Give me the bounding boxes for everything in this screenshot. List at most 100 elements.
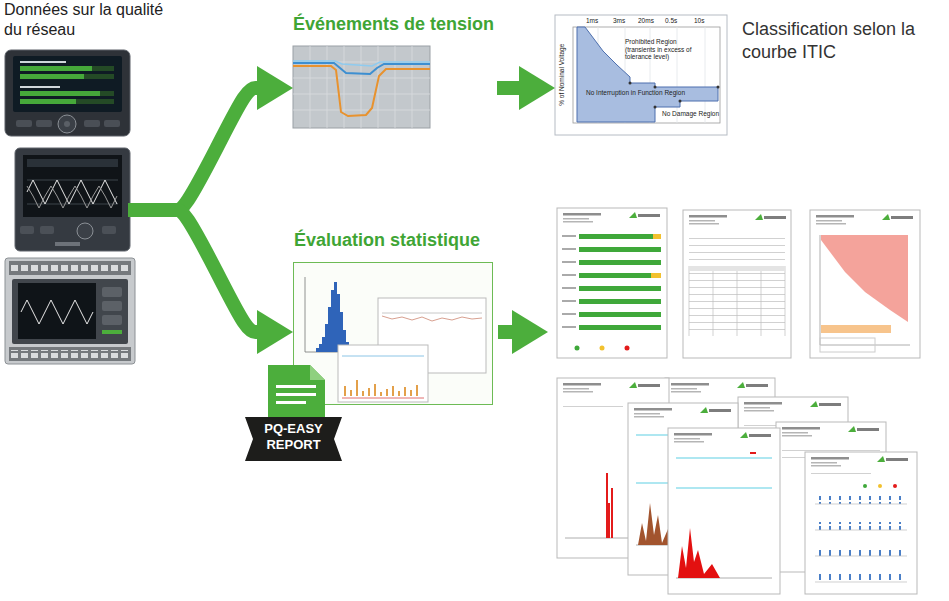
region-label: Prohibited Region	[625, 38, 677, 45]
statistics-charts	[319, 344, 322, 352]
statistics-charts	[316, 348, 319, 352]
measuring-devices	[102, 287, 122, 297]
measuring-devices	[20, 74, 84, 79]
report-pages	[811, 472, 871, 480]
measuring-devices	[11, 350, 129, 358]
report-pages	[676, 458, 772, 488]
report-arrow	[512, 310, 548, 354]
report-pages	[689, 266, 785, 271]
statistics-charts	[305, 277, 365, 352]
region-label: No Damage Region	[662, 110, 719, 117]
itic-chart	[573, 27, 720, 123]
report-pages	[815, 582, 907, 583]
statistics-charts	[338, 345, 428, 402]
report-pages	[563, 400, 623, 410]
report-pages	[562, 274, 576, 276]
statistics-charts	[382, 316, 482, 321]
report-pages	[562, 326, 576, 328]
itic-chart	[654, 106, 657, 109]
statistics-charts	[345, 380, 417, 396]
report-pages	[562, 313, 576, 315]
statistics-charts	[328, 307, 331, 352]
measuring-devices	[27, 159, 118, 167]
report-pages	[810, 210, 920, 358]
measuring-devices	[84, 120, 100, 127]
report-pages	[562, 235, 576, 237]
report-badge: PQ-EASY REPORT	[245, 413, 342, 461]
measuring-devices	[77, 223, 93, 239]
report-pages	[815, 556, 907, 557]
report-arrow	[498, 325, 513, 339]
report-pages	[878, 484, 882, 488]
report-pages	[683, 210, 791, 358]
flow-arrow	[176, 88, 257, 210]
report-icon	[276, 401, 306, 404]
measuring-devices	[55, 242, 80, 246]
measuring-devices	[20, 66, 114, 71]
classification-note: Classification selon la courbe ITIC	[742, 18, 937, 65]
data-heading: Données sur la qualité du réseau	[4, 0, 174, 40]
report-pages	[651, 273, 661, 278]
measuring-devices	[36, 120, 52, 127]
measuring-devices	[15, 148, 130, 251]
report-pages	[750, 452, 756, 454]
measuring-devices	[20, 86, 60, 88]
itic-panel: Classification selon la courbe ITIC	[555, 12, 940, 140]
measuring-devices	[16, 120, 32, 127]
report-pages	[671, 382, 768, 393]
measuring-devices	[20, 226, 34, 234]
voltage-event-chart	[293, 46, 430, 128]
time-label: 10s	[694, 17, 704, 24]
report-pages	[562, 248, 576, 250]
measuring-devices	[11, 264, 129, 272]
statistics-charts	[382, 313, 482, 314]
report-pages	[820, 338, 875, 352]
measuring-devices	[102, 226, 116, 234]
itic-chart	[555, 15, 727, 135]
statistics-charts	[342, 398, 424, 399]
measuring-devices	[20, 91, 114, 96]
measuring-devices	[20, 61, 66, 63]
report-pages	[579, 325, 661, 330]
report-pages	[562, 300, 576, 302]
device-group: Données sur la qualité du réseau	[4, 0, 176, 372]
statistics-charts	[331, 290, 334, 352]
region-label: (transients in excess of tolerance level…	[625, 46, 717, 61]
report-pages	[863, 484, 867, 488]
measuring-devices	[23, 155, 122, 217]
measuring-devices	[104, 120, 120, 127]
measuring-devices	[5, 50, 135, 364]
itic-chart	[555, 15, 727, 135]
report-icon	[310, 365, 325, 380]
report-pages	[815, 496, 907, 504]
report-pages	[607, 473, 612, 538]
report-pages	[678, 528, 720, 578]
measuring-devices	[20, 66, 92, 71]
measuring-devices	[64, 121, 70, 127]
measuring-devices	[12, 279, 128, 344]
measuring-devices	[20, 91, 100, 96]
report-pages	[821, 235, 908, 322]
measuring-devices	[18, 283, 96, 339]
itic-chart	[717, 86, 720, 89]
report-pages	[805, 452, 917, 594]
time-label: 3ms	[613, 17, 625, 24]
report-pages	[579, 260, 661, 265]
itic-chart	[577, 27, 718, 122]
report-pages	[815, 548, 907, 556]
measuring-devices	[20, 74, 114, 79]
badge-label: PQ-EASY REPORT	[254, 413, 334, 452]
report-arrow	[498, 310, 548, 354]
report-pages	[562, 287, 576, 289]
report-pages	[811, 456, 908, 467]
report-pages	[674, 432, 771, 443]
measuring-devices	[27, 180, 118, 204]
itic-chart	[654, 86, 657, 89]
flow-arrow	[497, 81, 519, 95]
axis-title: % of Nominal Voltage	[558, 43, 565, 107]
report-pages	[689, 266, 785, 336]
section-heading: Événements de tension	[293, 14, 494, 36]
measuring-devices	[21, 300, 93, 324]
